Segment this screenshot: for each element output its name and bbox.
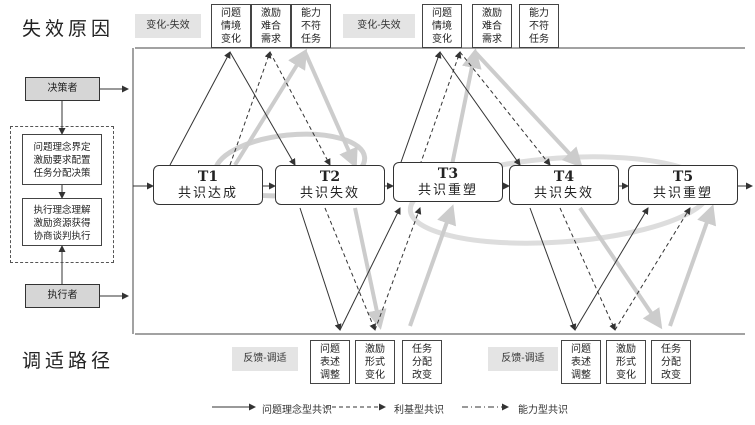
heading-adjustment-paths: 调适路径 [22, 350, 115, 372]
solid-arrows [169, 51, 649, 331]
legend-label-niche: 利基型共识 [394, 405, 444, 416]
left-dashed-panel [10, 126, 114, 263]
cause-box-capability-task: 能力不符任务 [291, 4, 331, 48]
cause-box-capability-task-2: 能力不符任务 [519, 4, 559, 48]
path-box-problem-statement: 问题表述调整 [310, 340, 350, 384]
legend-label-problem-concept: 问题理念型共识 [262, 405, 332, 416]
tag-change-failure-1: 变化-失效 [135, 14, 201, 38]
path-box-task-allocation: 任务分配改变 [402, 340, 442, 384]
stage-t5: T5 共识重塑 [628, 165, 738, 205]
dashed-arrows [229, 51, 691, 331]
heading-failure-causes: 失效原因 [22, 18, 115, 40]
decider-tasks-box: 问题理念界定 激励要求配置 任务分配决策 [22, 134, 102, 185]
stage-t1: T1 共识达成 [153, 165, 263, 205]
path-box-problem-statement-2: 问题表述调整 [561, 340, 601, 384]
cause-box-incentive-needs-2: 激励难合需求 [472, 4, 512, 48]
tag-change-failure-2: 变化-失效 [343, 14, 415, 38]
stage-t2: T2 共识失效 [275, 165, 385, 205]
cause-box-problem-situation-2: 问题情境变化 [422, 4, 462, 48]
path-box-task-allocation-2: 任务分配改变 [651, 340, 691, 384]
legend-label-capability: 能力型共识 [518, 405, 568, 416]
role-executor: 执行者 [25, 284, 100, 308]
left-panel-arrows [58, 85, 129, 300]
cause-box-problem-situation: 问题情境变化 [211, 4, 251, 48]
stage-t3: T3 共识重塑 [393, 162, 503, 202]
tag-feedback-adjust-1: 反馈-调适 [232, 347, 298, 371]
executor-tasks-box: 执行理念理解 激励资源获得 协商谈判执行 [22, 198, 102, 246]
wide-grey-arrows [233, 48, 717, 330]
role-decider: 决策者 [25, 77, 100, 101]
tag-feedback-adjust-2: 反馈-调适 [488, 347, 558, 371]
cause-box-incentive-needs: 激励难合需求 [251, 4, 291, 48]
path-box-incentive-form: 激励形式变化 [355, 340, 395, 384]
stage-t4: T4 共识失效 [509, 165, 619, 205]
path-box-incentive-form-2: 激励形式变化 [606, 340, 646, 384]
